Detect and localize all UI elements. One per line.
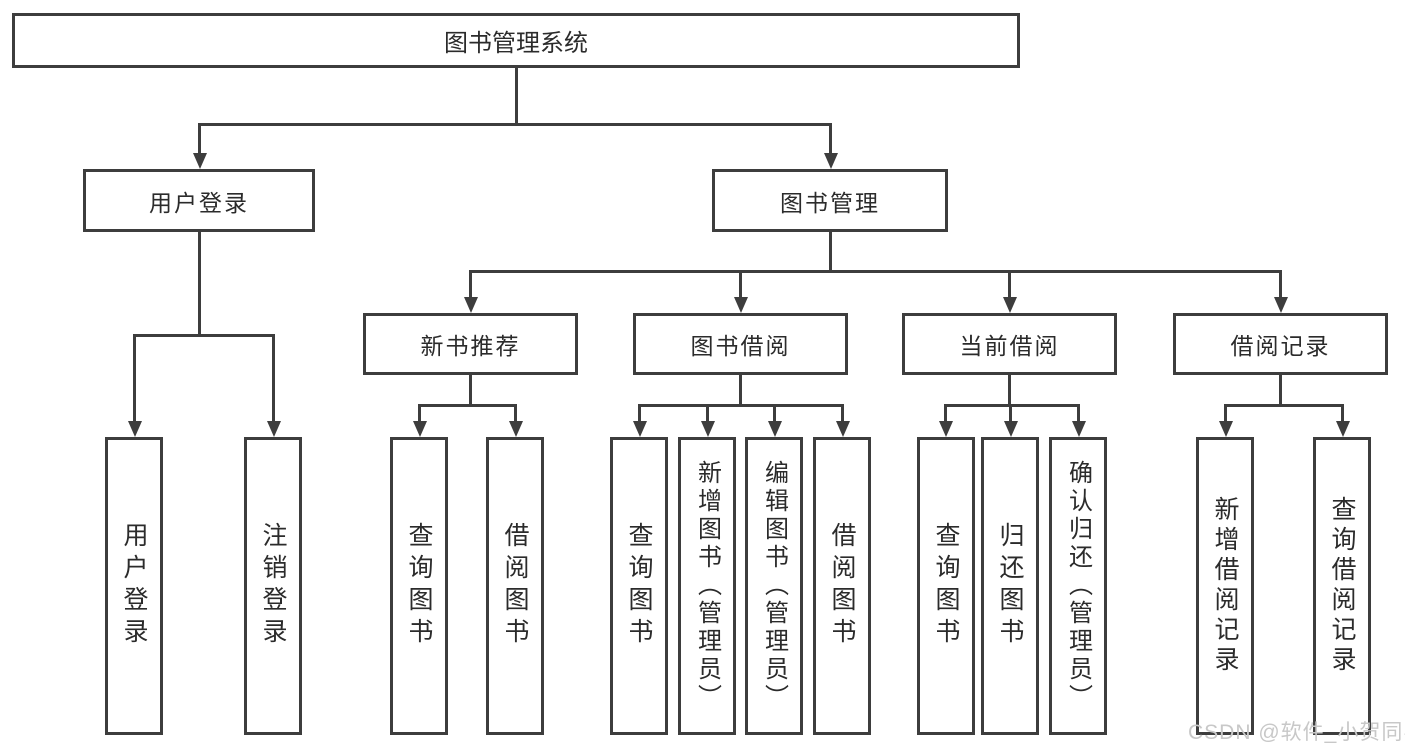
connector-borrowing-records-trunk [1279,375,1282,406]
leaf-label: 查询借阅记录 [1328,496,1356,676]
connector-new-book-branch [418,404,517,407]
connector-book-borrowing-trunk [739,375,742,406]
arrow-down-icon [1219,421,1233,437]
connector-current-borrowing-trunk [1008,375,1011,406]
connector-stem-user-login [198,125,201,155]
arrow-down-icon [1004,421,1018,437]
arrow-down-icon [939,421,953,437]
node-user-login: 用户登录 [83,169,315,232]
connector-stem-user-login-action [133,336,136,421]
node-logout-action: 注销登录 [244,437,302,735]
leaf-label: 查询图书 [405,522,433,650]
arrow-down-icon [768,421,782,437]
node-return-books: 归还图书 [981,437,1039,735]
connector-stem-current-borrowing [1008,272,1011,297]
connector-stem-book-borrowing [739,272,742,297]
connector-root-trunk [515,66,518,125]
connector-book-management-trunk [829,232,832,272]
connector-new-book-trunk [469,375,472,406]
node-library-management-system: 图书管理系统 [12,13,1020,68]
node-query-books-borrowing: 查询图书 [610,437,668,735]
node-add-books-admin: 新增图书（管理员） [678,437,736,735]
node-book-borrowing: 图书借阅 [633,313,848,375]
node-borrow-books-borrowing: 借阅图书 [813,437,871,735]
connector-user-login-branch [133,334,275,337]
connector-book-borrowing-branch [638,404,844,407]
connector-stem-leaf [773,406,776,421]
connector-level3-branch [469,270,1282,273]
connector-stem-borrowing-records [1279,272,1282,297]
arrow-down-icon [128,421,142,437]
node-borrow-books-recommend: 借阅图书 [486,437,544,735]
leaf-label: 借阅图书 [501,522,529,650]
leaf-label: 新增借阅记录 [1211,496,1239,676]
node-query-books-recommend: 查询图书 [390,437,448,735]
connector-stem-leaf [514,406,517,421]
arrow-down-icon [193,153,207,169]
arrow-down-icon [267,421,281,437]
connector-current-borrowing-branch [944,404,1080,407]
arrow-down-icon [464,297,478,313]
node-new-book-recommend: 新书推荐 [363,313,578,375]
arrow-down-icon [633,421,647,437]
connector-level2-branch [198,123,832,126]
arrow-down-icon [1274,297,1288,313]
connector-stem-leaf [1009,406,1012,421]
arrow-down-icon [509,421,523,437]
connector-stem-leaf [1224,406,1227,421]
connector-stem-leaf [841,406,844,421]
connector-stem-leaf [944,406,947,421]
csdn-watermark: CSDN @软件_小贺同学 [1188,721,1405,744]
leaf-label: 编辑图书（管理员） [760,460,788,712]
connector-stem-leaf [1341,406,1344,421]
arrow-down-icon [734,297,748,313]
leaf-label: 确认归还（管理员） [1064,460,1092,712]
arrow-down-icon [824,153,838,169]
node-edit-books-admin: 编辑图书（管理员） [745,437,803,735]
arrow-down-icon [1336,421,1350,437]
arrow-down-icon [701,421,715,437]
node-query-books-current: 查询图书 [917,437,975,735]
connector-stem-leaf [418,406,421,421]
leaf-label: 查询图书 [932,522,960,650]
connector-stem-leaf [706,406,709,421]
connector-stem-logout-action [272,336,275,421]
connector-user-login-trunk [198,232,201,336]
arrow-down-icon [1003,297,1017,313]
leaf-label: 查询图书 [625,522,653,650]
connector-stem-new-book-recommend [469,272,472,297]
leaf-label: 借阅图书 [828,522,856,650]
leaf-label: 新增图书（管理员） [693,460,721,712]
node-user-login-action: 用户登录 [105,437,163,735]
arrow-down-icon [413,421,427,437]
leaf-label: 归还图书 [996,522,1024,650]
node-confirm-return-admin: 确认归还（管理员） [1049,437,1107,735]
connector-stem-leaf [1077,406,1080,421]
node-current-borrowing: 当前借阅 [902,313,1117,375]
node-book-management: 图书管理 [712,169,948,232]
node-add-borrow-record: 新增借阅记录 [1196,437,1254,735]
leaf-label: 注销登录 [259,522,287,650]
node-query-borrow-record: 查询借阅记录 [1313,437,1371,735]
node-borrowing-records: 借阅记录 [1173,313,1388,375]
arrow-down-icon [836,421,850,437]
leaf-label: 用户登录 [120,522,148,650]
arrow-down-icon [1072,421,1086,437]
connector-stem-leaf [638,406,641,421]
connector-borrowing-records-branch [1224,404,1344,407]
connector-stem-book-management [829,125,832,155]
